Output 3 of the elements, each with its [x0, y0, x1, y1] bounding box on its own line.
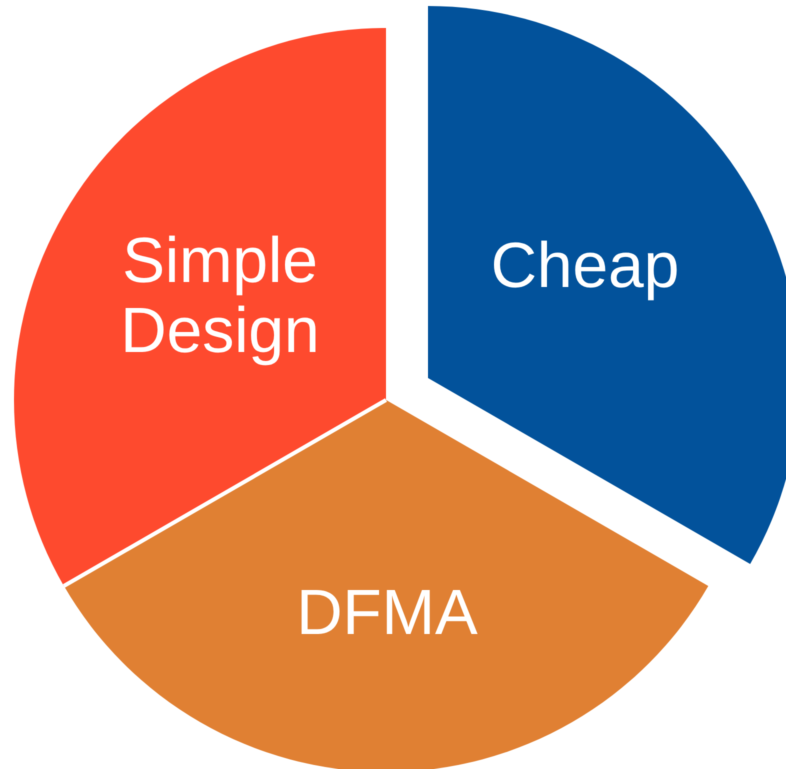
slice-label: Simple Design: [119, 225, 321, 365]
slice-label: Cheap: [490, 230, 680, 300]
slice-label: DFMA: [295, 577, 479, 647]
